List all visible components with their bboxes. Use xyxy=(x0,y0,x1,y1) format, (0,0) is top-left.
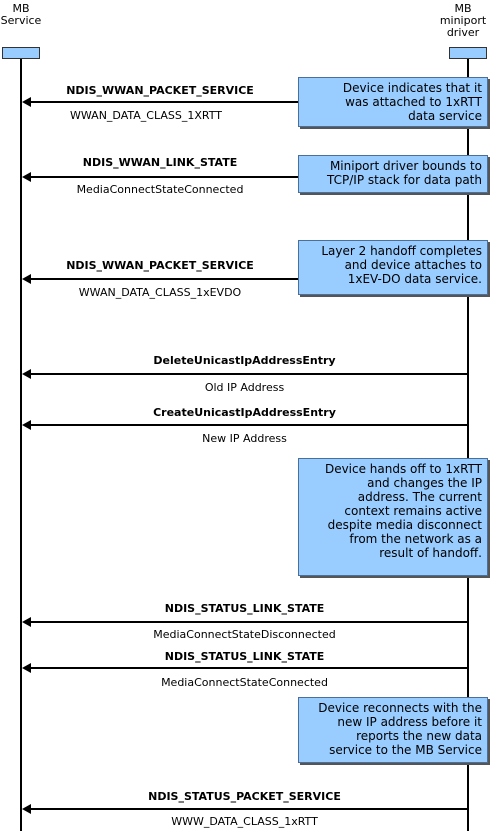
note-box-4: Device hands off to 1xRTT and changes th… xyxy=(298,458,488,576)
arrow-head-icon xyxy=(22,420,31,430)
arrow-head-icon xyxy=(22,97,31,107)
arrow-head-icon xyxy=(22,663,31,673)
note-box-3: Layer 2 handoff completes and device att… xyxy=(298,240,488,295)
message-name-8: NDIS_STATUS_PACKET_SERVICE xyxy=(148,790,341,803)
mb-service-label: MB Service xyxy=(0,3,42,27)
message-arrow-8 xyxy=(22,804,467,814)
arrow-head-icon xyxy=(22,274,31,284)
miniport-driver-label-line2: miniport xyxy=(439,14,487,27)
message-name-3: NDIS_WWAN_PACKET_SERVICE xyxy=(66,259,254,272)
note-3-line-2: and device attaches to xyxy=(344,258,482,272)
arrow-head-icon xyxy=(22,369,31,379)
mb-service-label-line1: MB xyxy=(12,2,30,15)
message-detail-2: MediaConnectStateConnected xyxy=(76,183,244,196)
message-arrow-1 xyxy=(22,97,298,107)
message-arrow-6 xyxy=(22,617,467,627)
message-name-4: DeleteUnicastIpAddressEntry xyxy=(153,354,336,367)
miniport-driver-label-line1: MB xyxy=(454,2,472,15)
message-arrow-7 xyxy=(22,663,467,673)
note-4-line-7: result of handoff. xyxy=(379,546,482,560)
arrow-head-icon xyxy=(22,617,31,627)
mb-service-lifeline xyxy=(20,59,22,831)
message-detail-6: MediaConnectStateDisconnected xyxy=(153,628,336,641)
miniport-driver-label-line3: driver xyxy=(446,26,480,39)
note-4-line-4: context remains active xyxy=(344,504,482,518)
miniport-driver-header-box xyxy=(449,47,487,59)
note-4-line-1: Device hands off to 1xRTT xyxy=(324,462,482,476)
message-detail-5: New IP Address xyxy=(202,432,287,445)
arrow-head-icon xyxy=(22,172,31,182)
note-box-2: Miniport driver bounds to TCP/IP stack f… xyxy=(298,155,488,193)
arrow-head-icon xyxy=(22,804,31,814)
note-4-line-6: from the network as a xyxy=(349,532,482,546)
note-3-line-3: 1xEV-DO data service. xyxy=(347,272,482,286)
miniport-driver-lifeline xyxy=(467,59,469,831)
mb-service-header-box xyxy=(2,47,40,59)
note-1-line-3: data service xyxy=(408,109,482,123)
note-4-line-2: and changes the IP xyxy=(367,476,482,490)
note-5-line-4: service to the MB Service xyxy=(329,743,482,757)
message-name-1: NDIS_WWAN_PACKET_SERVICE xyxy=(66,84,254,97)
message-detail-7: MediaConnectStateConnected xyxy=(161,676,328,689)
mb-service-label-line2: Service xyxy=(0,14,42,27)
message-detail-1: WWAN_DATA_CLASS_1XRTT xyxy=(70,109,222,122)
message-name-7: NDIS_STATUS_LINK_STATE xyxy=(164,650,325,663)
note-2-line-1: Miniport driver bounds to xyxy=(329,159,482,173)
message-detail-8: WWW_DATA_CLASS_1xRTT xyxy=(171,815,318,828)
miniport-driver-label: MB miniport driver xyxy=(434,3,492,39)
note-1-line-2: was attached to 1xRTT xyxy=(345,95,482,109)
note-5-line-1: Device reconnects with the xyxy=(318,701,482,715)
message-arrow-2 xyxy=(22,172,298,182)
note-4-line-3: address. The current xyxy=(357,490,482,504)
message-detail-3: WWAN_DATA_CLASS_1xEVDO xyxy=(78,286,242,299)
note-4-line-5: despite media disconnect xyxy=(327,518,482,532)
note-3-line-1: Layer 2 handoff completes xyxy=(321,244,482,258)
note-box-5: Device reconnects with the new IP addres… xyxy=(298,697,488,763)
message-name-6: NDIS_STATUS_LINK_STATE xyxy=(164,602,325,615)
note-box-1: Device indicates that it was attached to… xyxy=(298,77,488,127)
note-2-line-2: TCP/IP stack for data path xyxy=(327,173,482,187)
note-1-line-1: Device indicates that it xyxy=(342,81,482,95)
message-name-5: CreateUnicastIpAddressEntry xyxy=(153,406,336,419)
message-detail-4: Old IP Address xyxy=(204,381,285,394)
note-5-line-2: new IP address before it xyxy=(337,715,482,729)
message-arrow-4 xyxy=(22,369,467,379)
message-arrow-3 xyxy=(22,274,298,284)
message-name-2: NDIS_WWAN_LINK_STATE xyxy=(82,156,238,169)
message-arrow-5 xyxy=(22,420,467,430)
note-5-line-3: reports the new data xyxy=(356,729,482,743)
